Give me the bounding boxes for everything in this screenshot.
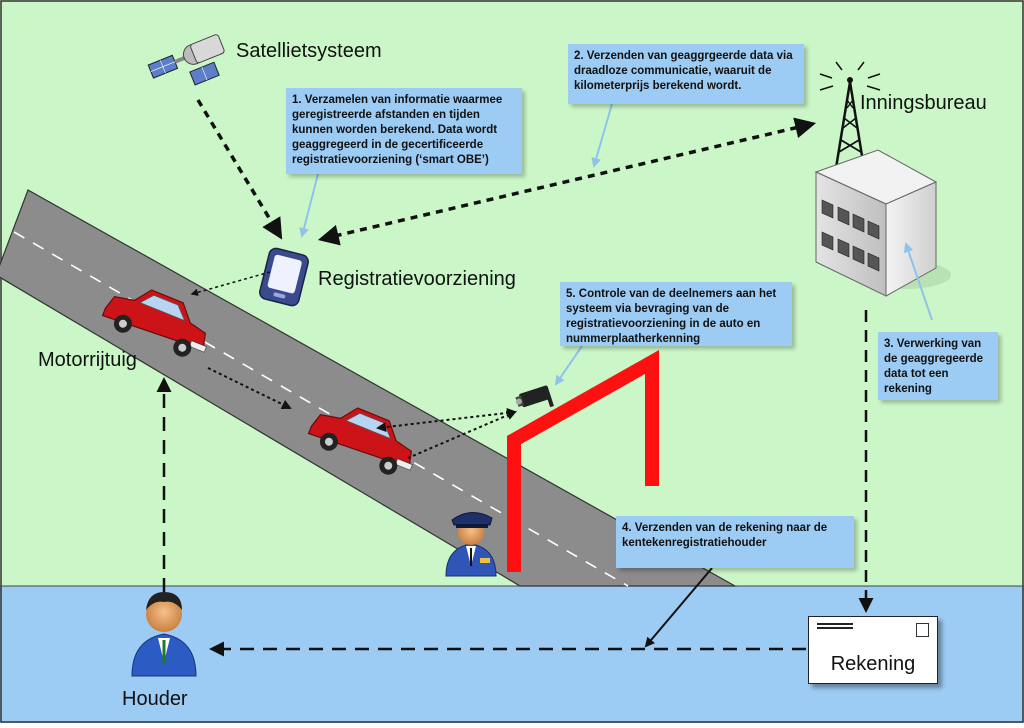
invoice-label: Rekening [830,653,916,675]
flow-arrows [156,99,874,657]
camera-icon [515,385,554,408]
road [0,189,738,587]
arrow-camera-to-car-device [376,407,517,433]
gantry-icon [507,350,659,572]
vehicle-label: Motorrijtuig [38,349,137,371]
arrow-camera-to-plate [407,410,517,459]
satellite-icon [147,34,225,86]
arrow-device-to-office [317,117,817,246]
note-step-2: 2. Verzenden van geaggrgeerde data via d… [568,44,804,104]
arrow-note4-pointer [644,567,713,648]
note-step-3: 3. Verwerking van de geaggregeerde data … [878,332,998,400]
person-icon [131,592,197,677]
car-icon [101,289,207,357]
antenna-building-icon [814,61,951,297]
stamp-icon [916,623,929,637]
holder-label: Houder [122,688,188,710]
envelope-icon: Rekening [808,616,938,684]
police-officer-icon [445,512,497,577]
callout-pointers [299,103,933,386]
arrow-satellite-to-device [196,99,283,240]
note-step-1: 1. Verzamelen van informatie waarmee ger… [286,88,522,174]
collection-office-label: Inningsbureau [860,92,987,114]
note-step-5: 5. Controle van de deelnemers aan het sy… [560,282,792,346]
registration-device-label: Registratievoorziening [318,268,516,290]
note-step-4: 4. Verzenden van de rekening naar de ken… [616,516,854,568]
arrow-device-to-car [190,271,271,296]
satellite-label: Satellietsysteem [236,40,382,62]
smartphone-icon [259,247,309,307]
address-lines [817,623,853,631]
